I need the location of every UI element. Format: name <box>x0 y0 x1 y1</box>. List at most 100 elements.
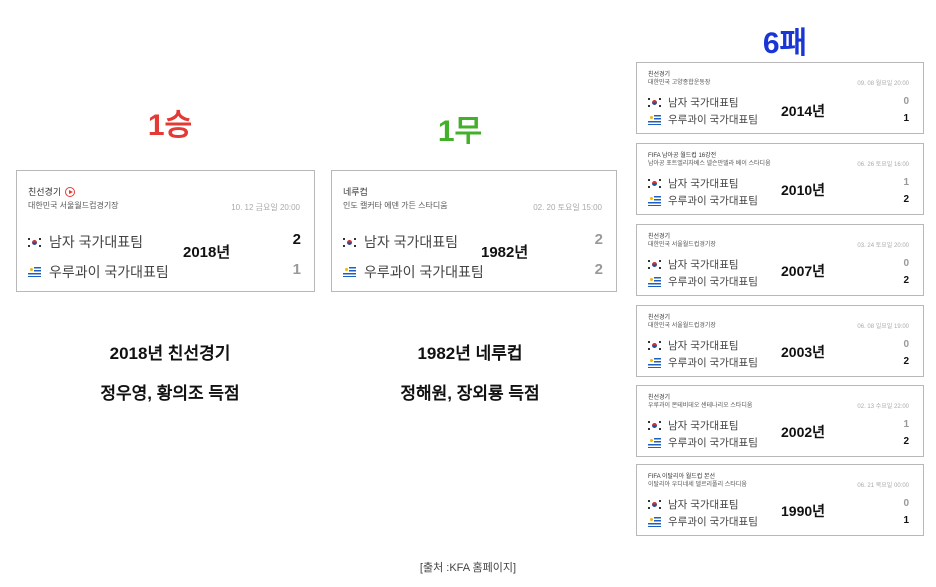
match-datetime: 06. 08 일요일 19:00 <box>857 324 909 330</box>
korea-flag-icon <box>648 421 661 430</box>
draw-caption-scorers: 정해원, 장외룡 득점 <box>400 384 540 403</box>
play-video-icon[interactable] <box>65 186 76 197</box>
home-team: 남자 국가대표팀 <box>648 257 739 272</box>
match-card-2010[interactable]: FIFA 남아공 월드컵 16강전 남아공 포트엘리자베스 넬슨만델라 베이 스… <box>636 143 924 215</box>
venue-label: 인도 캘커타 에덴 가든 스타디움 <box>343 201 448 210</box>
match-card-1982[interactable]: 네루컵 인도 캘커타 에덴 가든 스타디움 02. 20 토요일 15:00 남… <box>331 170 617 292</box>
match-card-2003[interactable]: 친선경기 대한민국 서울월드컵경기장 06. 08 일요일 19:00 남자 국… <box>636 305 924 377</box>
away-team: 우루과이 국가대표팀 <box>648 193 758 208</box>
home-team: 남자 국가대표팀 <box>648 95 739 110</box>
home-score: 1 <box>903 177 909 188</box>
away-team-name: 우루과이 국가대표팀 <box>49 264 169 280</box>
away-team: 우루과이 국가대표팀 <box>28 262 169 282</box>
korea-flag-icon <box>28 237 41 247</box>
loss-count-heading: 6패 <box>762 27 808 60</box>
match-year: 2002년 <box>781 424 826 440</box>
away-score: 2 <box>903 194 909 205</box>
venue-label: 남아공 포트엘리자베스 넬슨만델라 베이 스타디움 <box>648 161 771 167</box>
competition-name: 네루컵 <box>343 187 368 197</box>
win-caption-title: 2018년 친선경기 <box>109 344 231 363</box>
match-card-2018[interactable]: 친선경기 대한민국 서울월드컵경기장 10. 12 금요일 20:00 남자 국… <box>16 170 315 292</box>
away-team-name: 우루과이 국가대표팀 <box>668 516 758 528</box>
match-card-1990[interactable]: FIFA 이탈리아 월드컵 본선 이탈리아 우디네세 델르리폴리 스타디움 06… <box>636 464 924 536</box>
away-team-name: 우루과이 국가대표팀 <box>668 114 758 126</box>
away-score: 1 <box>292 261 301 278</box>
match-datetime: 06. 26 토요일 16:00 <box>857 162 909 168</box>
competition-label: FIFA 이탈리아 월드컵 본선 <box>648 474 716 480</box>
home-team-name: 남자 국가대표팀 <box>668 97 739 109</box>
korea-flag-icon <box>648 179 661 188</box>
away-score: 1 <box>903 515 909 526</box>
match-card-2014[interactable]: 친선경기 대한민국 고양종합운동장 09. 08 월요일 20:00 남자 국가… <box>636 62 924 134</box>
match-datetime: 06. 21 목요일 00:00 <box>857 483 909 489</box>
away-score: 2 <box>903 436 909 447</box>
away-team-name: 우루과이 국가대표팀 <box>668 195 758 207</box>
competition-label: 친선경기 <box>28 185 76 198</box>
competition-label: 네루컵 <box>343 185 368 198</box>
korea-flag-icon <box>648 260 661 269</box>
uruguay-flag-icon <box>648 114 661 125</box>
uruguay-flag-icon <box>648 437 661 448</box>
competition-label: 친선경기 <box>648 72 671 78</box>
away-score: 1 <box>903 113 909 124</box>
uruguay-flag-icon <box>648 357 661 368</box>
venue-label: 대한민국 서울월드컵경기장 <box>648 323 716 329</box>
uruguay-flag-icon <box>648 516 661 527</box>
uruguay-flag-icon <box>648 276 661 287</box>
match-datetime: 02. 20 토요일 15:00 <box>533 203 602 212</box>
competition-label: 친선경기 <box>648 395 671 401</box>
match-datetime: 02. 13 수요일 22:00 <box>857 404 909 410</box>
match-datetime: 03. 24 토요일 20:00 <box>857 243 909 249</box>
home-team: 남자 국가대표팀 <box>648 338 739 353</box>
home-team: 남자 국가대표팀 <box>28 232 143 252</box>
match-year: 1982년 <box>481 244 529 261</box>
home-team-name: 남자 국가대표팀 <box>668 259 739 271</box>
korea-flag-icon <box>343 237 356 247</box>
win-caption-scorers: 정우영, 황의조 득점 <box>100 384 240 403</box>
uruguay-flag-icon <box>648 195 661 206</box>
home-score: 2 <box>594 231 603 248</box>
match-year: 2018년 <box>183 244 231 261</box>
away-score: 2 <box>903 356 909 367</box>
competition-label: 친선경기 <box>648 315 671 321</box>
match-card-2002[interactable]: 친선경기 우루과이 몬테비데오 센테나리오 스타디움 02. 13 수요일 22… <box>636 385 924 457</box>
korea-flag-icon <box>648 98 661 107</box>
competition-label: 친선경기 <box>648 234 671 240</box>
match-year: 1990년 <box>781 503 826 519</box>
venue-label: 대한민국 고양종합운동장 <box>648 80 711 86</box>
away-team: 우루과이 국가대표팀 <box>648 514 758 529</box>
away-score: 2 <box>594 261 603 278</box>
home-team-name: 남자 국가대표팀 <box>668 178 739 190</box>
away-team: 우루과이 국가대표팀 <box>648 435 758 450</box>
match-datetime: 10. 12 금요일 20:00 <box>231 203 300 212</box>
home-team: 남자 국가대표팀 <box>648 497 739 512</box>
korea-flag-icon <box>648 341 661 350</box>
home-team-name: 남자 국가대표팀 <box>49 234 144 250</box>
away-team-name: 우루과이 국가대표팀 <box>668 437 758 449</box>
competition-name: 친선경기 <box>28 187 62 197</box>
match-year: 2010년 <box>781 182 826 198</box>
home-team-name: 남자 국가대표팀 <box>668 420 739 432</box>
home-team: 남자 국가대표팀 <box>648 418 739 433</box>
home-score: 0 <box>903 258 909 269</box>
match-year: 2003년 <box>781 344 826 360</box>
draw-count-heading: 1무 <box>437 115 483 148</box>
match-card-2007[interactable]: 친선경기 대한민국 서울월드컵경기장 03. 24 토요일 20:00 남자 국… <box>636 224 924 296</box>
korea-flag-icon <box>648 500 661 509</box>
home-team: 남자 국가대표팀 <box>343 232 458 252</box>
match-year: 2007년 <box>781 263 826 279</box>
home-team-name: 남자 국가대표팀 <box>364 234 459 250</box>
venue-label: 우루과이 몬테비데오 센테나리오 스타디움 <box>648 403 753 409</box>
away-score: 2 <box>903 275 909 286</box>
win-count-heading: 1승 <box>147 109 193 142</box>
home-team: 남자 국가대표팀 <box>648 176 739 191</box>
home-score: 2 <box>292 231 301 248</box>
home-score: 0 <box>903 498 909 509</box>
away-team: 우루과이 국가대표팀 <box>648 112 758 127</box>
uruguay-flag-icon <box>28 267 41 277</box>
draw-caption-title: 1982년 네루컵 <box>417 344 523 363</box>
away-team-name: 우루과이 국가대표팀 <box>668 357 758 369</box>
venue-label: 대한민국 서울월드컵경기장 <box>648 242 716 248</box>
competition-label: FIFA 남아공 월드컵 16강전 <box>648 153 717 159</box>
home-score: 0 <box>903 96 909 107</box>
